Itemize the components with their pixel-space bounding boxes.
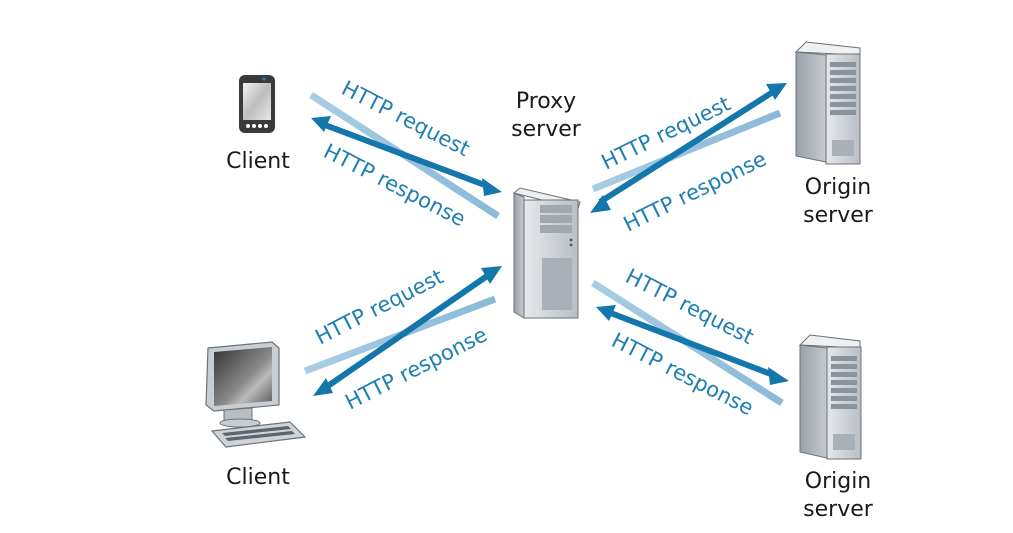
phone-request-label: HTTP request [338, 76, 474, 161]
request-arrow [598, 87, 778, 205]
smartphone-icon [239, 75, 275, 133]
origin-top-label-line2: server [803, 203, 874, 228]
link-proxy-origin-bottom: HTTP request HTTP response [591, 264, 789, 420]
link-pc-proxy: HTTP request HTTP response [303, 264, 502, 414]
client-phone-label: Client [226, 149, 290, 174]
origin-top-label-line1: Origin [805, 175, 872, 200]
arrowhead [590, 195, 611, 213]
desktop-computer-icon [205, 341, 307, 448]
request-arrow [323, 271, 492, 391]
origin-bottom-label-line2: server [803, 497, 874, 522]
origin-bottom-label-line1: Origin [805, 469, 872, 494]
arrowhead [768, 367, 789, 385]
client-pc-label: Client [226, 465, 290, 490]
pc-request-label: HTTP request [311, 264, 447, 349]
arrowhead [596, 305, 616, 321]
link-phone-proxy: HTTP request HTTP response [309, 76, 502, 231]
origin-bottom-request-label: HTTP request [622, 264, 758, 349]
proxy-label-line1: Proxy [516, 89, 576, 114]
request-arrow [606, 309, 778, 379]
proxy-label-line2: server [511, 117, 582, 142]
rack-server-icon-bottom [798, 334, 862, 460]
arrowhead [482, 178, 502, 196]
response-line-light [591, 109, 782, 193]
arrowhead [481, 266, 502, 284]
arrowhead [766, 83, 787, 100]
request-arrow [323, 122, 492, 190]
arrowhead [311, 116, 331, 132]
tower-server-icon [512, 187, 581, 319]
pc-response-label: HTTP response [341, 322, 491, 414]
rack-server-icon-top [794, 41, 861, 165]
origin-top-response-label: HTTP response [620, 147, 771, 237]
link-proxy-origin-top: HTTP request HTTP response [590, 83, 787, 236]
arrowhead [313, 378, 333, 396]
